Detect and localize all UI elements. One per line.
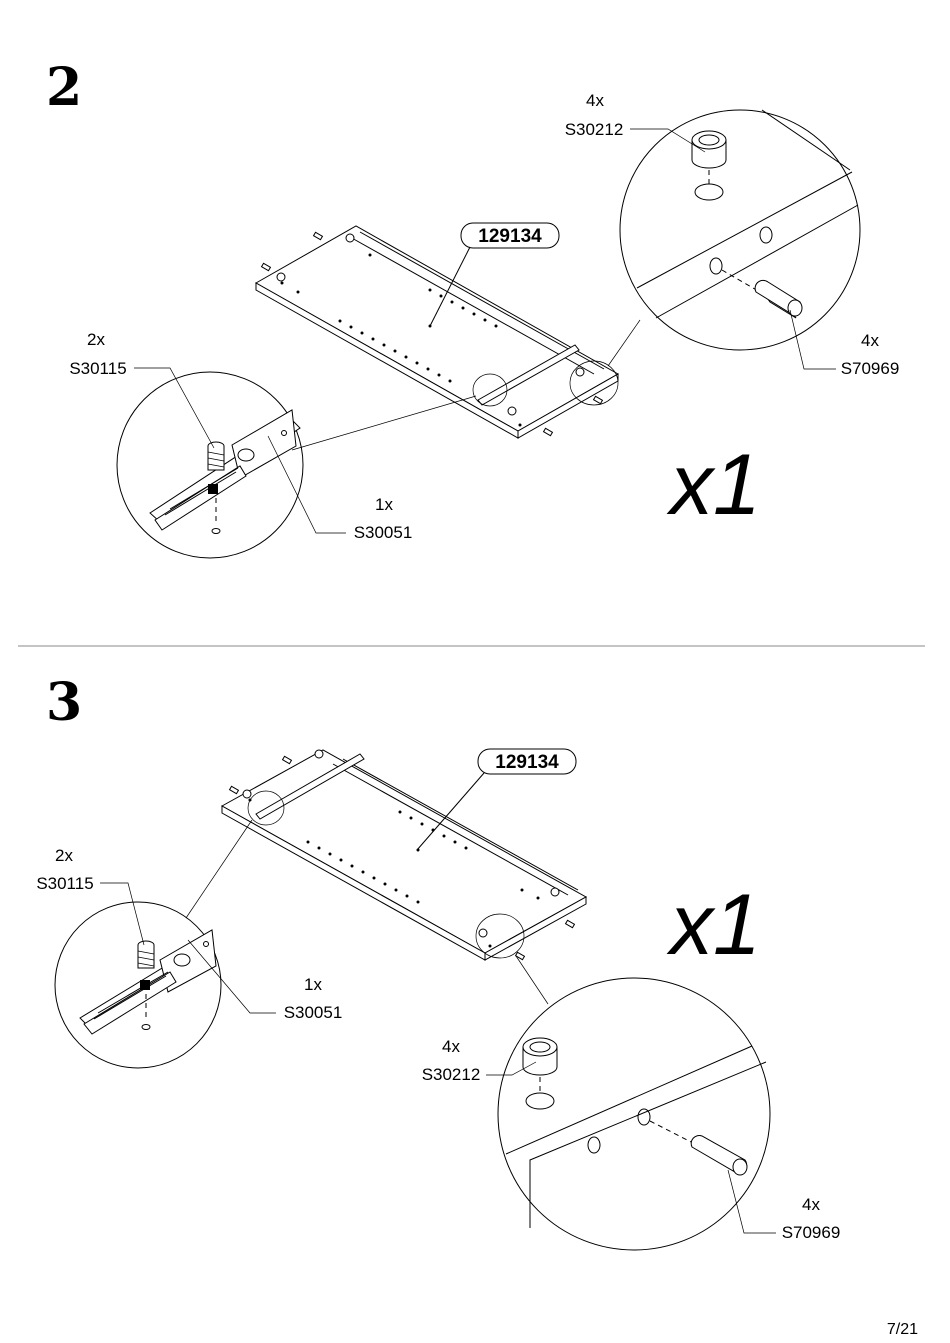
step-number: 2 [46, 57, 82, 118]
panel-top [254, 225, 620, 432]
screw-qty: 2x [87, 330, 105, 349]
part-number-tag: 129134 [429, 222, 560, 327]
panel-top [220, 749, 588, 954]
cam-lock-code: S30212 [565, 120, 624, 139]
screw-code: S30115 [36, 874, 93, 893]
runner-qty: 1x [375, 495, 393, 514]
dowel-qty: 4x [802, 1195, 820, 1214]
detail-circle-cam-dowel [497, 977, 771, 1251]
screw-code: S30115 [69, 359, 126, 378]
screw-qty: 2x [55, 846, 73, 865]
panel-edge-side [484, 896, 587, 961]
dowel-qty: 4x [861, 331, 879, 350]
detail-circle-cam-dowel [619, 109, 861, 351]
dowel-code: S70969 [841, 359, 900, 378]
detail-circle-runner [116, 371, 304, 559]
detail-marker-runner [472, 373, 508, 407]
panel-drawing [220, 749, 588, 961]
cam-lock-qty: 4x [586, 91, 604, 110]
cam-lock-code: S30212 [422, 1065, 481, 1084]
runner-code: S30051 [284, 1003, 343, 1022]
panel-drawing [254, 225, 620, 439]
cam-lock-qty: 4x [442, 1037, 460, 1056]
part-number-tag: 129134 [416, 748, 577, 851]
part-number: 129134 [478, 226, 542, 247]
panel-holes [248, 798, 540, 948]
detail-circle-runner [54, 901, 222, 1069]
runner-code: S30051 [354, 523, 413, 542]
step-number: 3 [46, 672, 82, 733]
step-quantity: x1 [666, 437, 761, 533]
step-quantity: x1 [666, 877, 761, 973]
detail-marker-fitting [569, 360, 619, 406]
runner-qty: 1x [304, 975, 322, 994]
page-number: 7/21 [887, 1321, 918, 1338]
panel-fittings [228, 749, 576, 961]
detail-marker-runner [247, 790, 285, 826]
step-2: 2 [46, 57, 900, 559]
part-number: 129134 [495, 752, 559, 773]
detail-marker-fitting [475, 913, 525, 959]
dowel-code: S70969 [782, 1223, 841, 1242]
step-3: 3 [36, 672, 841, 1251]
panel-fittings [260, 231, 604, 437]
